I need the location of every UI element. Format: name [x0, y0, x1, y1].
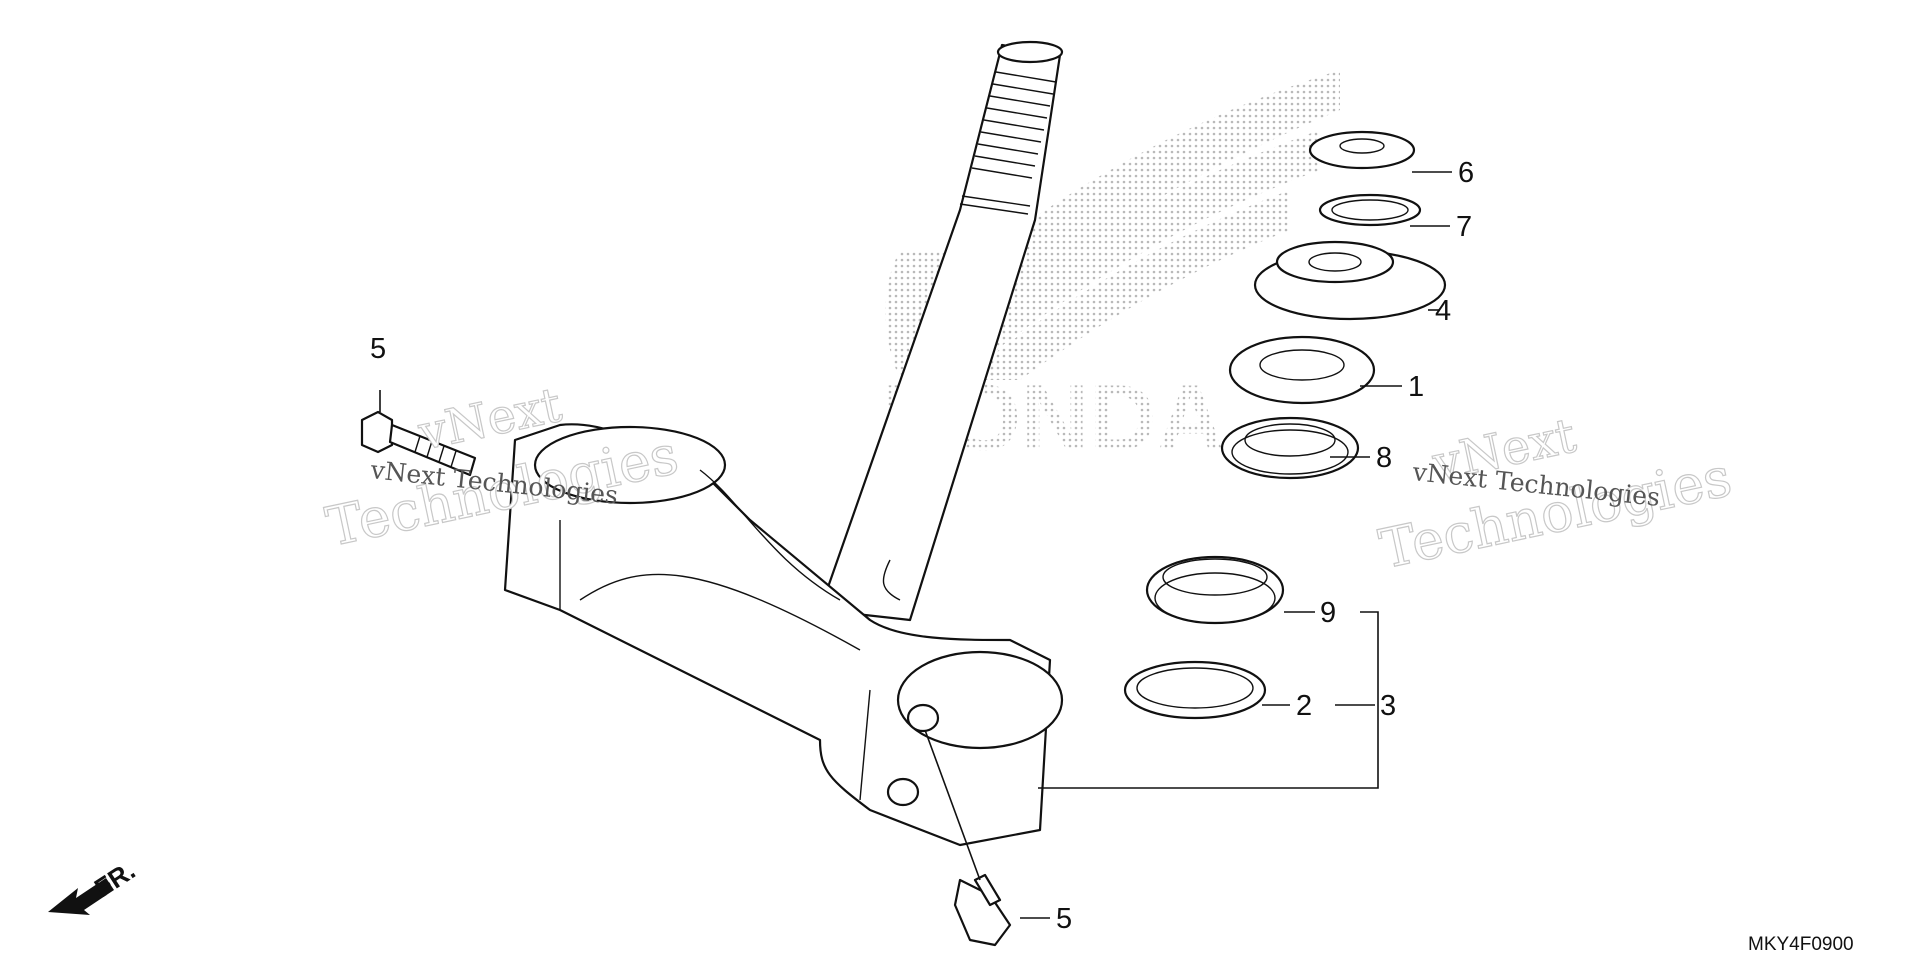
lower-bearing — [1145, 555, 1285, 625]
adjusting-nut — [1253, 240, 1447, 321]
callout-5-upper: 5 — [370, 333, 386, 365]
steering-stem-lower-bracket — [503, 423, 1064, 847]
callout-7: 7 — [1456, 211, 1472, 243]
steering-stem — [818, 40, 1064, 622]
callout-3: 3 — [1380, 690, 1396, 722]
dust-seal — [1228, 335, 1376, 405]
lock-washer — [1318, 193, 1422, 227]
callout-9: 9 — [1320, 597, 1336, 629]
callout-2: 2 — [1296, 690, 1312, 722]
pinch-bolt-upper — [360, 410, 477, 477]
callout-8: 8 — [1376, 442, 1392, 474]
callout-5-lower: 5 — [1056, 903, 1072, 935]
callout-6: 6 — [1458, 157, 1474, 189]
lock-nut — [1308, 130, 1416, 170]
callout-4: 4 — [1435, 295, 1451, 327]
leader-lines — [379, 171, 1452, 919]
pinch-bolt-lower — [953, 873, 1012, 947]
upper-bearing — [1220, 416, 1360, 480]
diagram-code: MKY4F0900 — [1748, 934, 1854, 955]
front-arrow-icon — [48, 878, 114, 915]
callout-1: 1 — [1408, 371, 1424, 403]
lower-dust-seal — [1123, 660, 1267, 720]
